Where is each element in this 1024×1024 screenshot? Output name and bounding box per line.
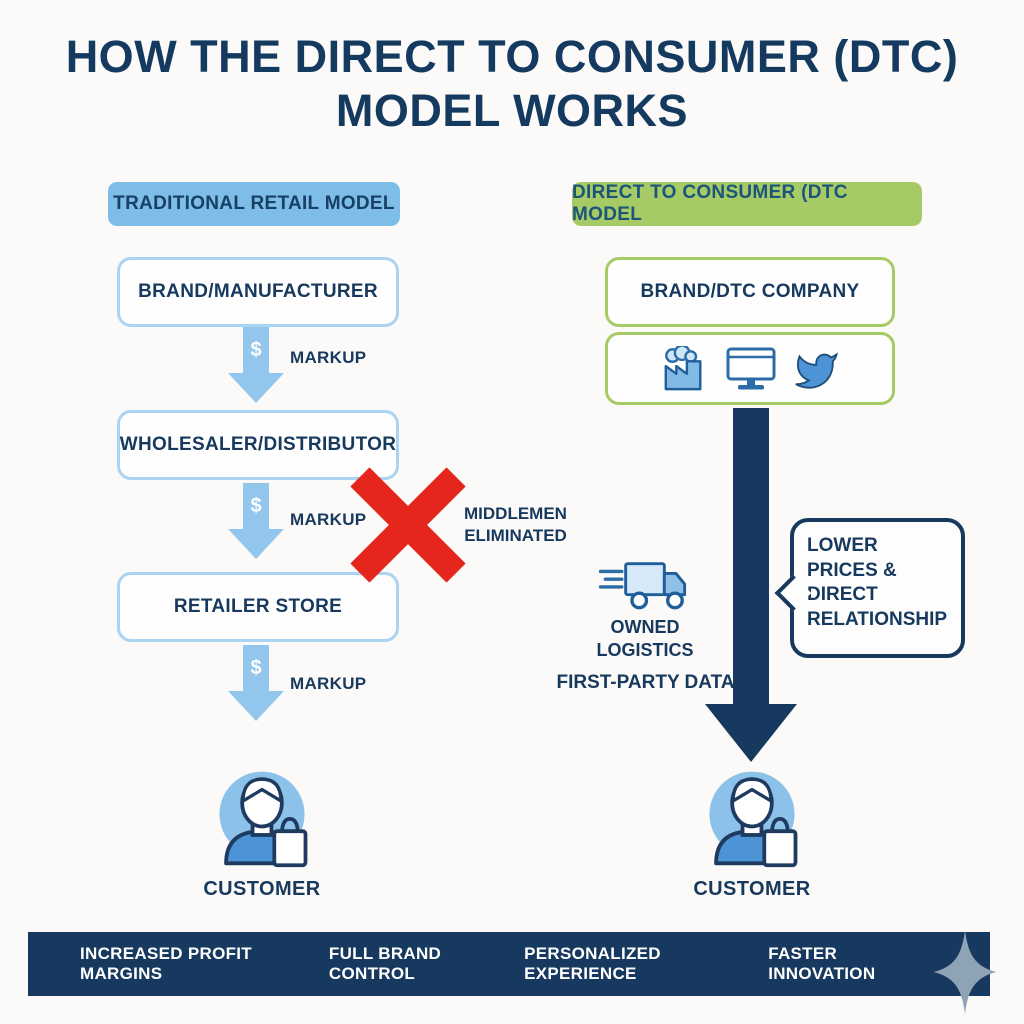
shopping-bag-icon: [762, 816, 798, 868]
arrow-shaft: [243, 483, 269, 531]
benefit-faster-innovation: FASTER INNOVATION: [768, 944, 876, 983]
shopping-bag-icon: [272, 816, 308, 868]
node-dtc-channels: [605, 332, 895, 405]
markup-arrow-3: $: [228, 645, 284, 721]
customer-traditional: CUSTOMER: [202, 765, 322, 901]
markup-arrow-1: $: [228, 327, 284, 403]
page-title: HOW THE DIRECT TO CONSUMER (DTC) MODEL W…: [0, 30, 1024, 138]
twitter-bird-icon: [795, 351, 839, 389]
customer-label: CUSTOMER: [693, 878, 811, 900]
dollar-icon: $: [250, 495, 262, 517]
middlemen-eliminated-note: MIDDLEMEN ELIMINATED: [464, 504, 567, 545]
dollar-icon: $: [250, 657, 262, 679]
arrow-shaft: [243, 645, 269, 693]
sparkle-icon: [933, 930, 997, 1014]
page-title-line1: HOW THE DIRECT TO CONSUMER (DTC): [65, 31, 959, 82]
customer-label: CUSTOMER: [203, 878, 321, 900]
benefit-full-brand-control: FULL BRAND CONTROL: [328, 944, 442, 983]
customer-icon: [709, 771, 798, 868]
arrow-head: [228, 691, 284, 721]
customer-icon: [219, 771, 308, 868]
benefits-speech-bubble: LOWER PRICES & DIRECT RELATIONSHIP: [774, 518, 965, 658]
benefits-footer-bar: INCREASED PROFIT MARGINS FULL BRAND CONT…: [28, 932, 990, 996]
benefit-increased-profit-margins: INCREASED PROFIT MARGINS: [80, 944, 252, 983]
node-brand-dtc-company: BRAND/DTC COMPANY: [605, 257, 895, 327]
dollar-icon: $: [250, 339, 262, 361]
page-title-line2: MODEL WORKS: [335, 85, 689, 136]
node-retailer-store: RETAILER STORE: [117, 572, 399, 642]
factory-icon: [664, 345, 702, 390]
owned-logistics-label: OWNED LOGISTICS: [596, 617, 694, 661]
delivery-truck-icon: [598, 562, 687, 610]
arrow-head: [228, 529, 284, 559]
customer-dtc: CUSTOMER: [692, 765, 812, 901]
markup-arrow-2: $: [228, 483, 284, 559]
benefit-personalized-experience: PERSONALIZED EXPERIENCE: [524, 944, 661, 983]
direct-to-customer-arrow: [705, 408, 797, 762]
dtc-model-header: DIRECT TO CONSUMER (DTC MODEL: [572, 182, 922, 226]
first-party-data-label: FIRST-PARTY DATA: [556, 672, 735, 693]
traditional-model-header: TRADITIONAL RETAIL MODEL: [108, 182, 400, 226]
arrow-head: [228, 373, 284, 403]
markup-label-3: MARKUP: [290, 674, 367, 693]
node-brand-manufacturer: BRAND/MANUFACTURER: [117, 257, 399, 327]
markup-label-2: MARKUP: [290, 510, 367, 529]
monitor-icon: [726, 347, 776, 389]
node-wholesaler-distributor: WHOLESALER/DISTRIBUTOR: [117, 410, 399, 480]
markup-label-1: MARKUP: [290, 348, 367, 367]
arrow-shaft: [243, 327, 269, 375]
